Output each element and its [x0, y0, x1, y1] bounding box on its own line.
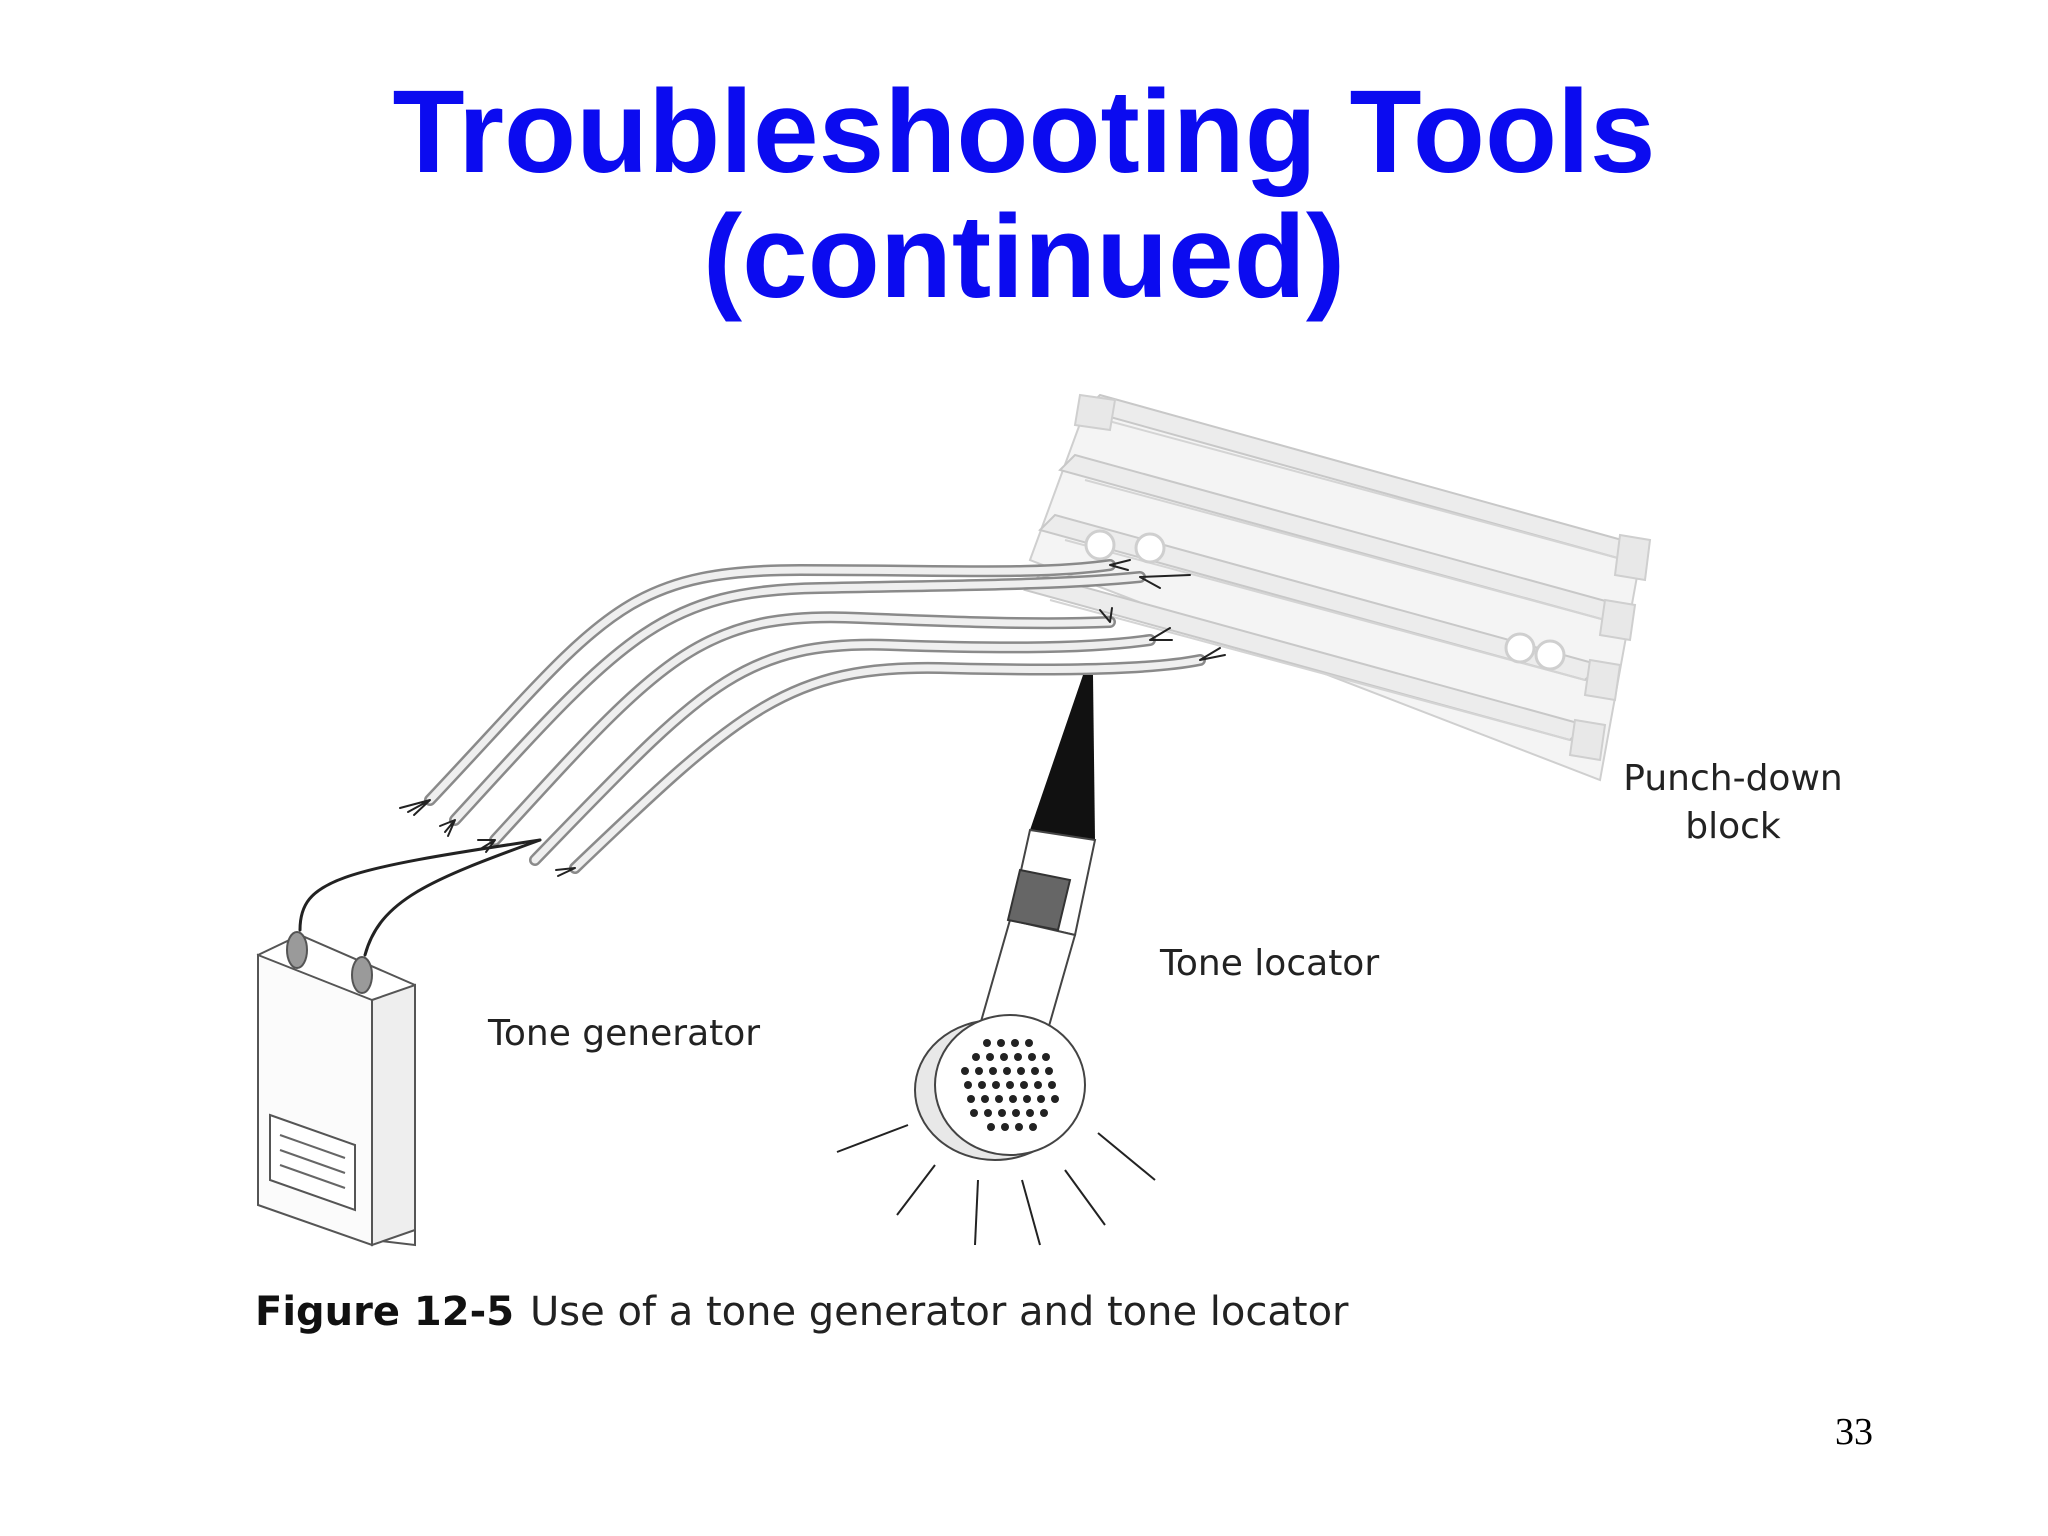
grille-dot	[992, 1081, 1000, 1089]
figure-caption-text: Use of a tone generator and tone locator	[530, 1289, 1349, 1335]
grille-dot	[975, 1067, 983, 1075]
grille-dot	[998, 1109, 1006, 1117]
grille-dot	[1031, 1067, 1039, 1075]
grille-dot	[1012, 1109, 1020, 1117]
grille-dot	[995, 1095, 1003, 1103]
grille-dot	[978, 1081, 986, 1089]
grille-dot	[1017, 1067, 1025, 1075]
figure-caption-number: Figure 12-5	[255, 1289, 514, 1335]
grille-dot	[983, 1039, 991, 1047]
grille-dot	[1014, 1053, 1022, 1061]
grille-dot	[967, 1095, 975, 1103]
grille-dot	[1034, 1081, 1042, 1089]
slide-title: Troubleshooting Tools (continued)	[0, 70, 2048, 320]
grille-dot	[997, 1039, 1005, 1047]
tone-locator-illustration	[836, 675, 1156, 1246]
title-line-2: (continued)	[702, 191, 1346, 323]
grille-dot	[1040, 1109, 1048, 1117]
grille-dot	[981, 1095, 989, 1103]
grille-dot	[1028, 1053, 1036, 1061]
title-line-1: Troubleshooting Tools	[392, 66, 1656, 198]
label-punch-down-block-line-2: block	[1685, 806, 1781, 847]
grille-dot	[1023, 1095, 1031, 1103]
grille-dot	[1025, 1039, 1033, 1047]
grille-dot	[1026, 1109, 1034, 1117]
grille-dot	[1009, 1095, 1017, 1103]
grille-dot	[1003, 1067, 1011, 1075]
grille-dot	[1020, 1081, 1028, 1089]
cables	[298, 559, 1226, 957]
grille-dot	[1000, 1053, 1008, 1061]
speaker-grille	[961, 1039, 1059, 1131]
label-tone-generator: Tone generator	[487, 1013, 760, 1054]
page-number: 33	[1835, 1411, 1873, 1453]
tone-generator-illustration	[256, 931, 416, 1247]
label-punch-down-block: Punch-down	[1623, 758, 1842, 799]
grille-dot	[989, 1067, 997, 1075]
grille-dot	[986, 1053, 994, 1061]
grille-dot	[984, 1109, 992, 1117]
grille-dot	[1006, 1081, 1014, 1089]
label-tone-locator: Tone locator	[1159, 943, 1379, 984]
grille-dot	[1042, 1053, 1050, 1061]
punch-down-block-illustration	[1023, 393, 1652, 782]
grille-dot	[1029, 1123, 1037, 1131]
grille-dot	[1015, 1123, 1023, 1131]
grille-dot	[1001, 1123, 1009, 1131]
grille-dot	[1037, 1095, 1045, 1103]
grille-dot	[964, 1081, 972, 1089]
grille-dot	[1048, 1081, 1056, 1089]
grille-dot	[987, 1123, 995, 1131]
grille-dot	[961, 1067, 969, 1075]
grille-dot	[1051, 1095, 1059, 1103]
grille-dot	[970, 1109, 978, 1117]
grille-dot	[972, 1053, 980, 1061]
grille-dot	[1011, 1039, 1019, 1047]
grille-dot	[1045, 1067, 1053, 1075]
